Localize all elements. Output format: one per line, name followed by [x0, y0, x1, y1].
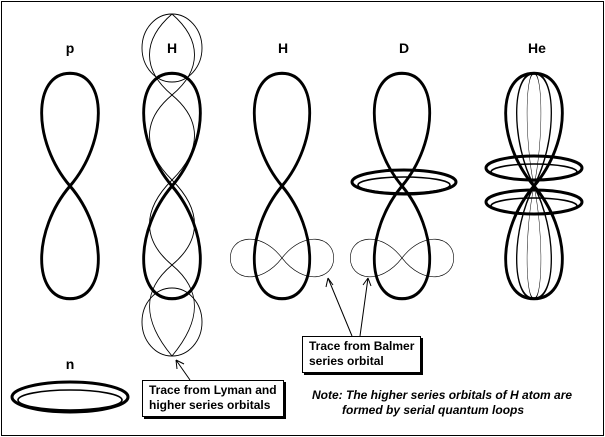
he-ring-2: [490, 163, 578, 181]
d-ring-outer: [350, 168, 458, 196]
note-line1: Note: The higher series orbitals of H at…: [312, 388, 573, 402]
h-label-balmer: H: [277, 40, 289, 56]
balmer-callout-line1: Trace from Balmer: [309, 339, 415, 353]
balmer-arrow-right: [359, 277, 372, 337]
p-label: p: [65, 40, 75, 56]
d-ring-inner: [357, 176, 451, 194]
he-label: He: [528, 40, 546, 56]
h-orbital-balmer-loop: [229, 71, 335, 301]
p-orbital-loop: [40, 71, 100, 301]
balmer-trace-d: [349, 238, 455, 278]
lyman-arrow: [175, 359, 191, 381]
he-ring-4: [490, 197, 578, 215]
callout-arrows: [175, 277, 372, 381]
balmer-callout: Trace from Balmer series orbital: [302, 336, 422, 373]
balmer-trace-h: [229, 238, 335, 278]
lyman-callout-line1: Trace from Lyman and: [149, 383, 277, 397]
note-line2: formed by serial quantum loops: [342, 403, 525, 417]
h-orbital-lyman-loop: [141, 13, 203, 357]
lyman-callout: Trace from Lyman and higher series orbit…: [142, 380, 284, 417]
note-text: Note: The higher series orbitals of H at…: [312, 388, 572, 418]
n-ring: [10, 380, 130, 414]
d-orbital-loop: [349, 71, 458, 301]
balmer-arrow-left: [325, 277, 353, 337]
lyman-callout-line2: higher series orbitals: [149, 398, 271, 412]
d-label: D: [398, 40, 410, 56]
h-label-lyman: H: [166, 40, 178, 56]
balmer-callout-line2: series orbital: [309, 354, 384, 368]
he-orbital-loop: [484, 71, 584, 301]
n-label: n: [65, 356, 75, 372]
